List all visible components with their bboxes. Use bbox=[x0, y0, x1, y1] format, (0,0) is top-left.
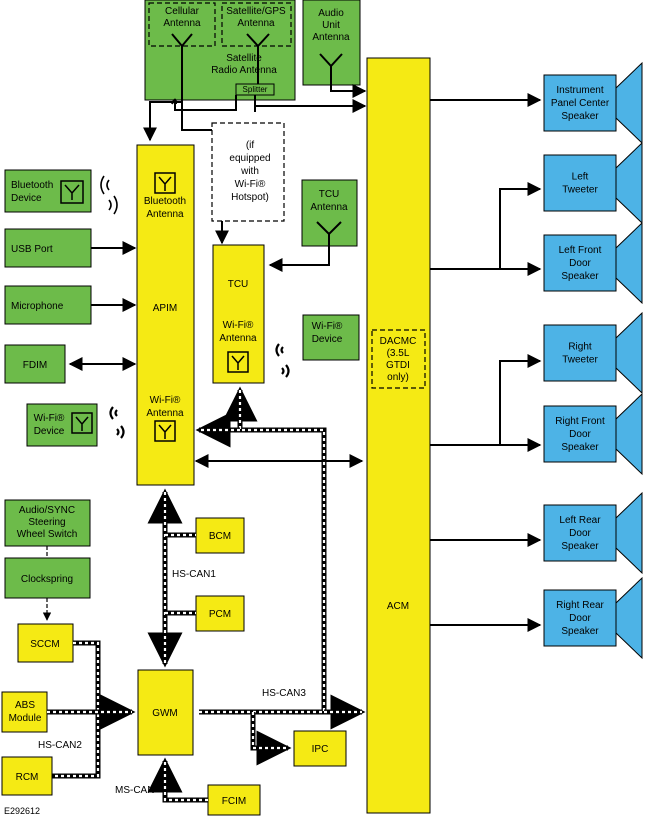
gwm: GWM bbox=[137, 669, 194, 756]
bluetooth-antenna-icon bbox=[154, 172, 176, 194]
svg-text:SCCM: SCCM bbox=[30, 639, 59, 650]
speaker-horn-icon bbox=[615, 576, 643, 660]
rcm: RCM bbox=[1, 756, 53, 796]
hs-can3-tcu-stripe bbox=[199, 390, 326, 714]
speaker-horn-icon bbox=[615, 221, 643, 305]
bcm: BCM bbox=[195, 517, 245, 554]
ms-can-fcim bbox=[147, 757, 208, 803]
svg-text:GWM: GWM bbox=[152, 708, 178, 719]
wireless-signal-icon bbox=[109, 406, 125, 439]
wifi-antenna-icon bbox=[227, 351, 249, 373]
speaker-horn-icon bbox=[615, 491, 643, 575]
svg-text:APIM: APIM bbox=[153, 303, 177, 314]
antenna-icon bbox=[71, 412, 93, 434]
usb-port: USB Port bbox=[4, 228, 92, 268]
tcu: TCU Wi-Fi®Antenna bbox=[212, 244, 265, 384]
cellular-antenna-icon bbox=[171, 33, 193, 58]
fcim: FCIM bbox=[207, 784, 261, 816]
ms-can-fcim-stripe bbox=[163, 761, 208, 802]
svg-text:Splitter: Splitter bbox=[243, 85, 268, 94]
svg-text:Wi-Fi®Antenna: Wi-Fi®Antenna bbox=[146, 395, 184, 419]
hs-can3-label: HS-CAN3 bbox=[262, 688, 306, 699]
audio-antenna-icon bbox=[319, 53, 343, 80]
svg-text:Wi-Fi®Device: Wi-Fi®Device bbox=[312, 321, 343, 345]
speaker-horn-icon bbox=[615, 141, 643, 225]
microphone: Microphone bbox=[4, 285, 92, 325]
splitter: Splitter bbox=[235, 83, 275, 96]
hs-can3-ipc-stripe bbox=[251, 712, 288, 750]
svg-text:Wi-Fi®Antenna: Wi-Fi®Antenna bbox=[219, 320, 257, 344]
wifi-antenna-icon bbox=[154, 420, 176, 442]
tcu-antenna-icon bbox=[316, 221, 342, 246]
svg-text:IPC: IPC bbox=[312, 744, 329, 755]
svg-text:FDIM: FDIM bbox=[23, 360, 47, 371]
hs-can3-ipc bbox=[250, 712, 292, 766]
figure-id: E292612 bbox=[4, 806, 40, 816]
svg-text:USB Port: USB Port bbox=[11, 244, 53, 255]
wifi-device-right: Wi-Fi®Device bbox=[302, 314, 360, 361]
wireless-signal-icon bbox=[275, 343, 290, 378]
pcm: PCM bbox=[195, 595, 245, 632]
hs-can1-label: HS-CAN1 bbox=[172, 569, 216, 580]
speaker-horn-icon bbox=[615, 61, 643, 145]
speaker-horn-icon bbox=[615, 311, 643, 395]
svg-text:Microphone: Microphone bbox=[11, 301, 64, 312]
svg-text:BCM: BCM bbox=[209, 531, 231, 542]
svg-text:Clockspring: Clockspring bbox=[21, 574, 73, 585]
wireless-signal-icon bbox=[100, 175, 118, 215]
svg-text:RCM: RCM bbox=[16, 772, 39, 783]
hs-can2-label: HS-CAN2 bbox=[38, 740, 82, 751]
ms-can-label: MS-CAN bbox=[115, 785, 154, 796]
satellite-gps-antenna-icon bbox=[246, 33, 270, 58]
wifi-device-left: Wi-Fi®Device bbox=[26, 403, 98, 447]
svg-text:FCIM: FCIM bbox=[222, 796, 246, 807]
svg-text:Wi-Fi®Device: Wi-Fi®Device bbox=[34, 413, 65, 437]
can-bus-lines bbox=[47, 386, 366, 803]
svg-text:PCM: PCM bbox=[209, 609, 231, 620]
clockspring: Clockspring bbox=[4, 557, 91, 599]
svg-text:ACM: ACM bbox=[387, 601, 409, 612]
antenna-icon bbox=[60, 180, 84, 204]
speaker-horn-icon bbox=[615, 392, 643, 476]
ipc: IPC bbox=[293, 730, 347, 767]
sccm: SCCM bbox=[17, 623, 74, 663]
svg-text:TCU: TCU bbox=[228, 279, 249, 290]
fdim: FDIM bbox=[4, 344, 66, 384]
